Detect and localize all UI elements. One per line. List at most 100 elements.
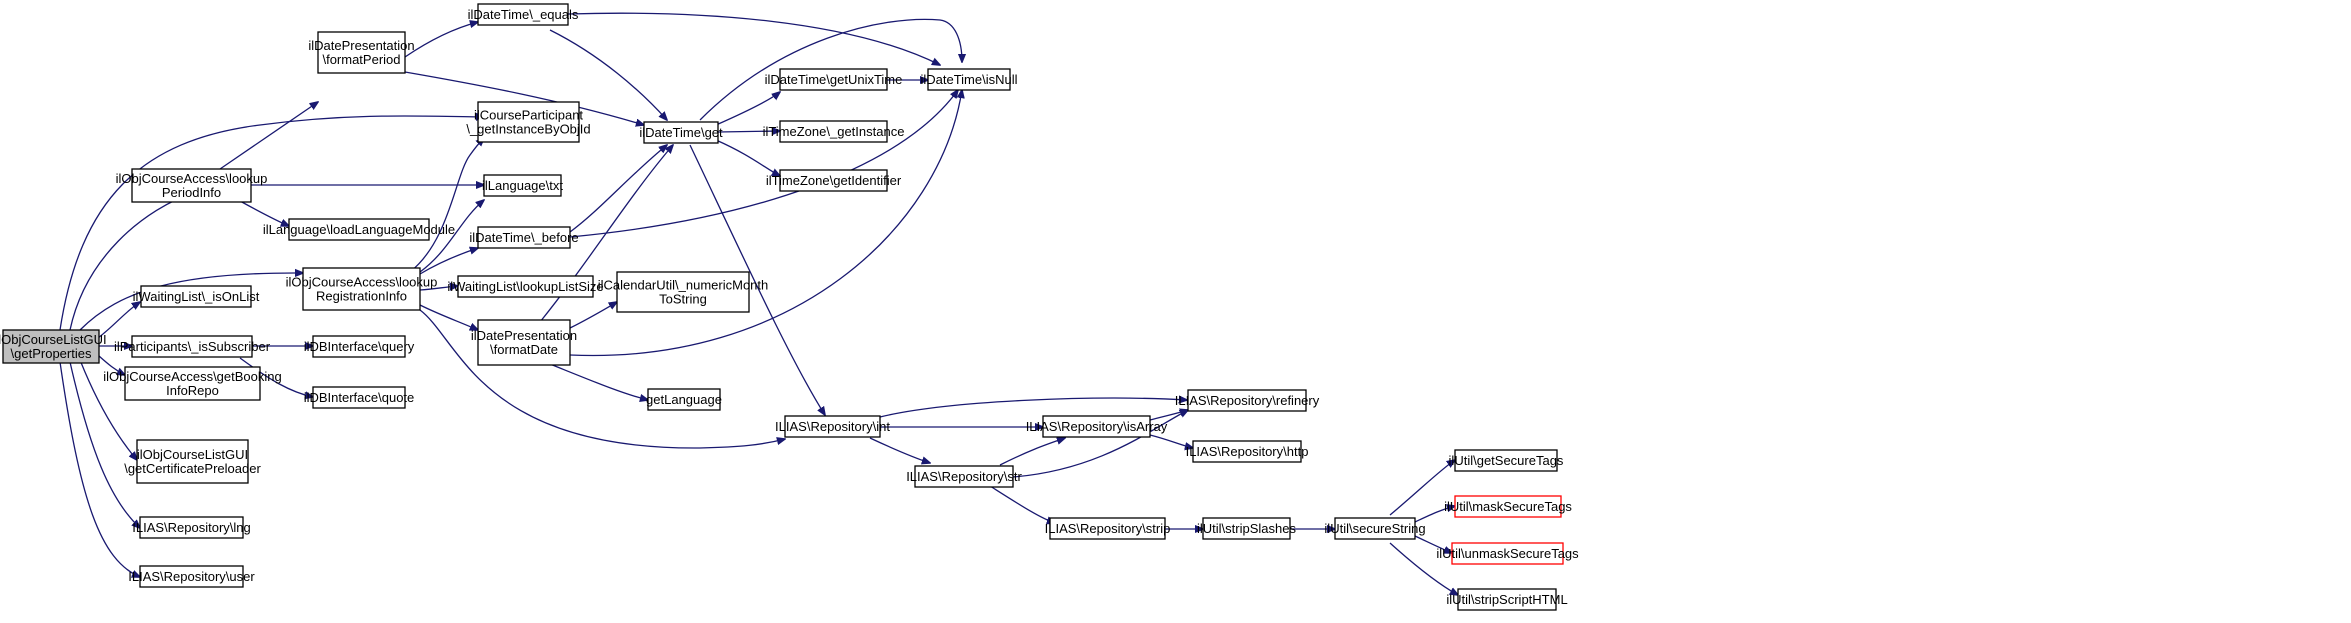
edge-root-getcert (79, 359, 137, 460)
node-wl-is-on-list[interactable]: ilWaitingList\_isOnList (133, 285, 260, 308)
node-dt-equals[interactable]: ilDateTime\_equals (468, 3, 579, 26)
node-root[interactable]: ilObjCourseListGUI\getProperties (0, 329, 107, 364)
edge-formatdate-getlanguage (539, 359, 648, 400)
node-label: \getCertificatePreloader (124, 461, 261, 476)
node-format-period[interactable]: ilDatePresentation\formatPeriod (308, 31, 415, 74)
node-dt-is-null[interactable]: ilDateTime\isNull (920, 68, 1018, 91)
node-repo-lng[interactable]: ILIAS\Repository\lng (132, 516, 251, 539)
edge-root-lookupperiod (69, 190, 200, 331)
edge-lookupperiod-formatperiod (219, 102, 318, 170)
node-label: \_getInstanceByObjId (466, 122, 590, 137)
edge-lookupperiod-loadlang (239, 200, 289, 226)
edge-repostr-repostrip (989, 485, 1055, 523)
node-box (477, 3, 569, 26)
node-load-lang[interactable]: ilLanguage\loadLanguageModule (263, 218, 455, 241)
node-box (1454, 495, 1562, 518)
node-util-secure-string[interactable]: ilUtil\secureString (1324, 517, 1426, 540)
node-util-mask-secure-tags[interactable]: ilUtil\maskSecureTags (1444, 495, 1572, 518)
node-label: ilWaitingList\lookupListSize (447, 279, 603, 294)
node-repo-refinery[interactable]: ILIAS\Repository\refinery (1175, 389, 1320, 412)
edge-securestring-masksecuretags (1414, 506, 1455, 523)
node-repo-user[interactable]: ILIAS\Repository\user (128, 565, 255, 588)
edge-securestring-unmasksecuretags (1414, 535, 1452, 553)
node-box (779, 120, 888, 143)
node-repo-http[interactable]: ILIAS\Repository\http (1186, 440, 1309, 463)
node-repo-str[interactable]: ILIAS\Repository\str (906, 465, 1022, 488)
node-label: ilDateTime\_equals (468, 7, 579, 22)
edge-formatperiod-dtequals (404, 22, 478, 58)
edge-repostr-reporefinery (1012, 410, 1188, 478)
node-box (139, 565, 244, 588)
edge-formatdate-dtget (539, 145, 673, 323)
node-label: ilUtil\secureString (1324, 521, 1425, 536)
node-label: ilCalendarUtil\_numericMonth (598, 278, 769, 293)
node-box (312, 386, 406, 409)
node-box (914, 465, 1014, 488)
node-label: ilObjCourseAccess\getBooking (103, 369, 281, 384)
edge-securestring-getsecuretags (1389, 460, 1455, 516)
node-box (927, 68, 1011, 91)
node-part-is-sub[interactable]: ilParticipants\_isSubscriber (114, 335, 271, 358)
node-util-strip-script-html[interactable]: ilUtil\stripScriptHTML (1446, 588, 1568, 611)
node-label: ilUtil\stripSlashes (1197, 521, 1296, 536)
node-label: ilUtil\stripScriptHTML (1446, 592, 1567, 607)
node-label: ilDateTime\isNull (920, 72, 1017, 87)
node-repo-int[interactable]: ILIAS\Repository\int (775, 415, 890, 438)
node-label: ilDatePresentation (308, 38, 414, 53)
node-box (779, 169, 888, 192)
node-label: ilDateTime\get (639, 125, 723, 140)
node-box (1454, 449, 1558, 472)
edge-repoint-reporefinery (879, 398, 1187, 418)
node-box (2, 329, 100, 364)
edge-dtget-tzgetinst (717, 131, 780, 132)
node-box (312, 335, 406, 358)
node-wl-lookup-size[interactable]: ilWaitingList\lookupListSize (447, 275, 604, 298)
edge-formatdate-dtisnull (569, 90, 962, 357)
node-box (643, 121, 719, 144)
node-repo-strip[interactable]: ILIAS\Repository\strip (1045, 517, 1171, 540)
node-box (784, 415, 881, 438)
node-dt-before[interactable]: ilDateTime\_before (469, 226, 579, 249)
node-db-query[interactable]: ilDBInterface\query (304, 335, 415, 358)
node-get-cert[interactable]: ilObjCourseListGUI\getCertificatePreload… (124, 439, 261, 484)
node-cp-get-inst[interactable]: ilCourseParticipant\_getInstanceByObjId (466, 101, 591, 143)
node-tz-get-inst[interactable]: ilTimeZone\_getInstance (763, 120, 905, 143)
node-box (317, 31, 406, 74)
node-box (1192, 440, 1302, 463)
node-box (139, 516, 244, 539)
edge-dtget-dtisnull (699, 18, 962, 121)
edge-lookupreg-repoint (419, 309, 785, 449)
node-box (1187, 389, 1307, 412)
node-box (136, 439, 249, 484)
edge-lookupreg-dtbefore (419, 248, 478, 275)
node-label: ilObjCourseListGUI (137, 447, 248, 462)
node-util-get-secure-tags[interactable]: ilUtil\getSecureTags (1449, 449, 1564, 472)
node-lang-txt[interactable]: ilLanguage\txt (482, 174, 563, 197)
node-label: ilDateTime\getUnixTime (765, 72, 903, 87)
node-box (1334, 517, 1416, 540)
node-label: ILIAS\Repository\http (1186, 444, 1309, 459)
node-dt-get[interactable]: ilDateTime\get (639, 121, 723, 144)
node-box (647, 388, 721, 411)
node-dt-unix[interactable]: ilDateTime\getUnixTime (765, 68, 903, 91)
node-get-language[interactable]: getLanguage (646, 388, 722, 411)
node-format-date[interactable]: ilDatePresentation\formatDate (471, 319, 577, 366)
node-label: ilObjCourseAccess\lookup (116, 171, 268, 186)
edge-lookupreg-cpgetinst (409, 138, 484, 273)
node-db-quote[interactable]: ilDBInterface\quote (304, 386, 415, 409)
node-box (1451, 542, 1564, 565)
node-label: ilUtil\unmaskSecureTags (1436, 546, 1579, 561)
node-util-unmask-secure-tags[interactable]: ilUtil\unmaskSecureTags (1436, 542, 1579, 565)
edge-repostr-repoisarray (999, 438, 1065, 466)
node-repo-is-array[interactable]: ILIAS\Repository\isArray (1026, 415, 1168, 438)
node-util-strip-slashes[interactable]: ilUtil\stripSlashes (1197, 517, 1296, 540)
node-box (1202, 517, 1291, 540)
edge-formatperiod-dtget (404, 71, 644, 125)
node-box (477, 226, 571, 249)
node-label: ilObjCourseAccess\lookup (286, 275, 438, 290)
node-tz-get-id[interactable]: ilTimeZone\getIdentifier (766, 169, 902, 192)
